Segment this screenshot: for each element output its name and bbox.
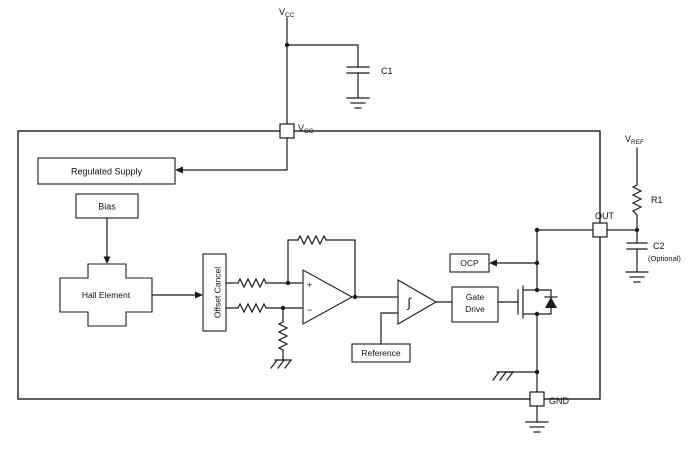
offset-cancel-block — [202, 253, 227, 332]
input-resistor-bottom — [237, 302, 267, 314]
schmitt-hysteresis-symbol: ∫ — [406, 295, 412, 310]
bias-block — [75, 193, 139, 219]
arrowhead — [195, 291, 203, 299]
gnd-pin-label: GND — [549, 396, 570, 406]
ground-leg-network — [270, 307, 292, 369]
input-resistor-top — [237, 277, 267, 289]
c2-label: C2 — [653, 241, 665, 251]
regulated-supply-block — [37, 157, 176, 185]
hall-element-label: Hall Element — [82, 290, 131, 300]
vref-net-label: VREF — [625, 134, 644, 146]
amp-input-bottom-wire — [225, 302, 304, 314]
body-diode — [536, 289, 558, 315]
c2-optional-note: (Optional) — [648, 254, 681, 263]
vcc-to-regulator-wire — [175, 137, 288, 174]
r1-label: R1 — [651, 195, 663, 205]
regulated-supply-label: Regulated Supply — [71, 167, 143, 177]
hall-element-block — [59, 263, 153, 327]
ic-boundary — [17, 130, 601, 400]
c1-label: C1 — [381, 66, 393, 76]
vcc-supply-wires — [284, 17, 359, 125]
c2-ground-symbol — [625, 271, 649, 283]
bias-label: Bias — [98, 202, 116, 212]
gnd-pin — [529, 391, 545, 407]
c1-ground-symbol — [346, 97, 370, 109]
drain-wire — [536, 229, 594, 291]
source-ground-wires — [492, 369, 540, 393]
opamp-plus-label: + — [307, 280, 312, 290]
vcc-pin-label: VCC — [298, 123, 314, 135]
ground-resistor — [277, 321, 289, 351]
external-output-wires — [606, 227, 640, 233]
arrowhead — [175, 166, 183, 174]
ocp-label: OCP — [460, 258, 479, 268]
out-pin — [592, 222, 608, 238]
ocp-sense-wire — [489, 259, 540, 267]
chassis-ground-symbol — [270, 359, 292, 369]
c1-capacitor — [346, 66, 370, 99]
r1-resistor — [631, 147, 643, 244]
feedback-resistor — [297, 234, 327, 246]
schmitt-trigger — [397, 279, 438, 325]
vcc-net-label: VCC — [279, 7, 295, 19]
bias-to-hall-wire — [103, 217, 111, 264]
chassis-ground-symbol — [492, 371, 514, 381]
feedback-network — [287, 234, 358, 300]
junction-dot — [284, 42, 290, 48]
arrowhead — [103, 256, 111, 264]
reference-label: Reference — [361, 348, 400, 358]
vcc-pin — [279, 123, 295, 139]
arrowhead — [489, 259, 497, 267]
output-mosfet — [517, 227, 594, 373]
offset-cancel-label: Offset Cancel — [213, 267, 223, 318]
junction-dot — [534, 227, 540, 233]
gate-drive-block — [451, 286, 499, 323]
gnd-ground-symbol — [525, 405, 549, 433]
c2-capacitor — [626, 242, 648, 273]
reference-wire — [380, 312, 399, 345]
out-pin-label: OUT — [595, 211, 615, 221]
gate-drive-label-1: Gate — [466, 292, 485, 302]
opamp — [302, 269, 354, 325]
opamp-minus-label: − — [307, 305, 312, 315]
hall-to-offset-wire — [151, 291, 203, 299]
gate-drive-label-2: Drive — [465, 304, 485, 314]
amp-input-top-wire — [225, 277, 304, 289]
